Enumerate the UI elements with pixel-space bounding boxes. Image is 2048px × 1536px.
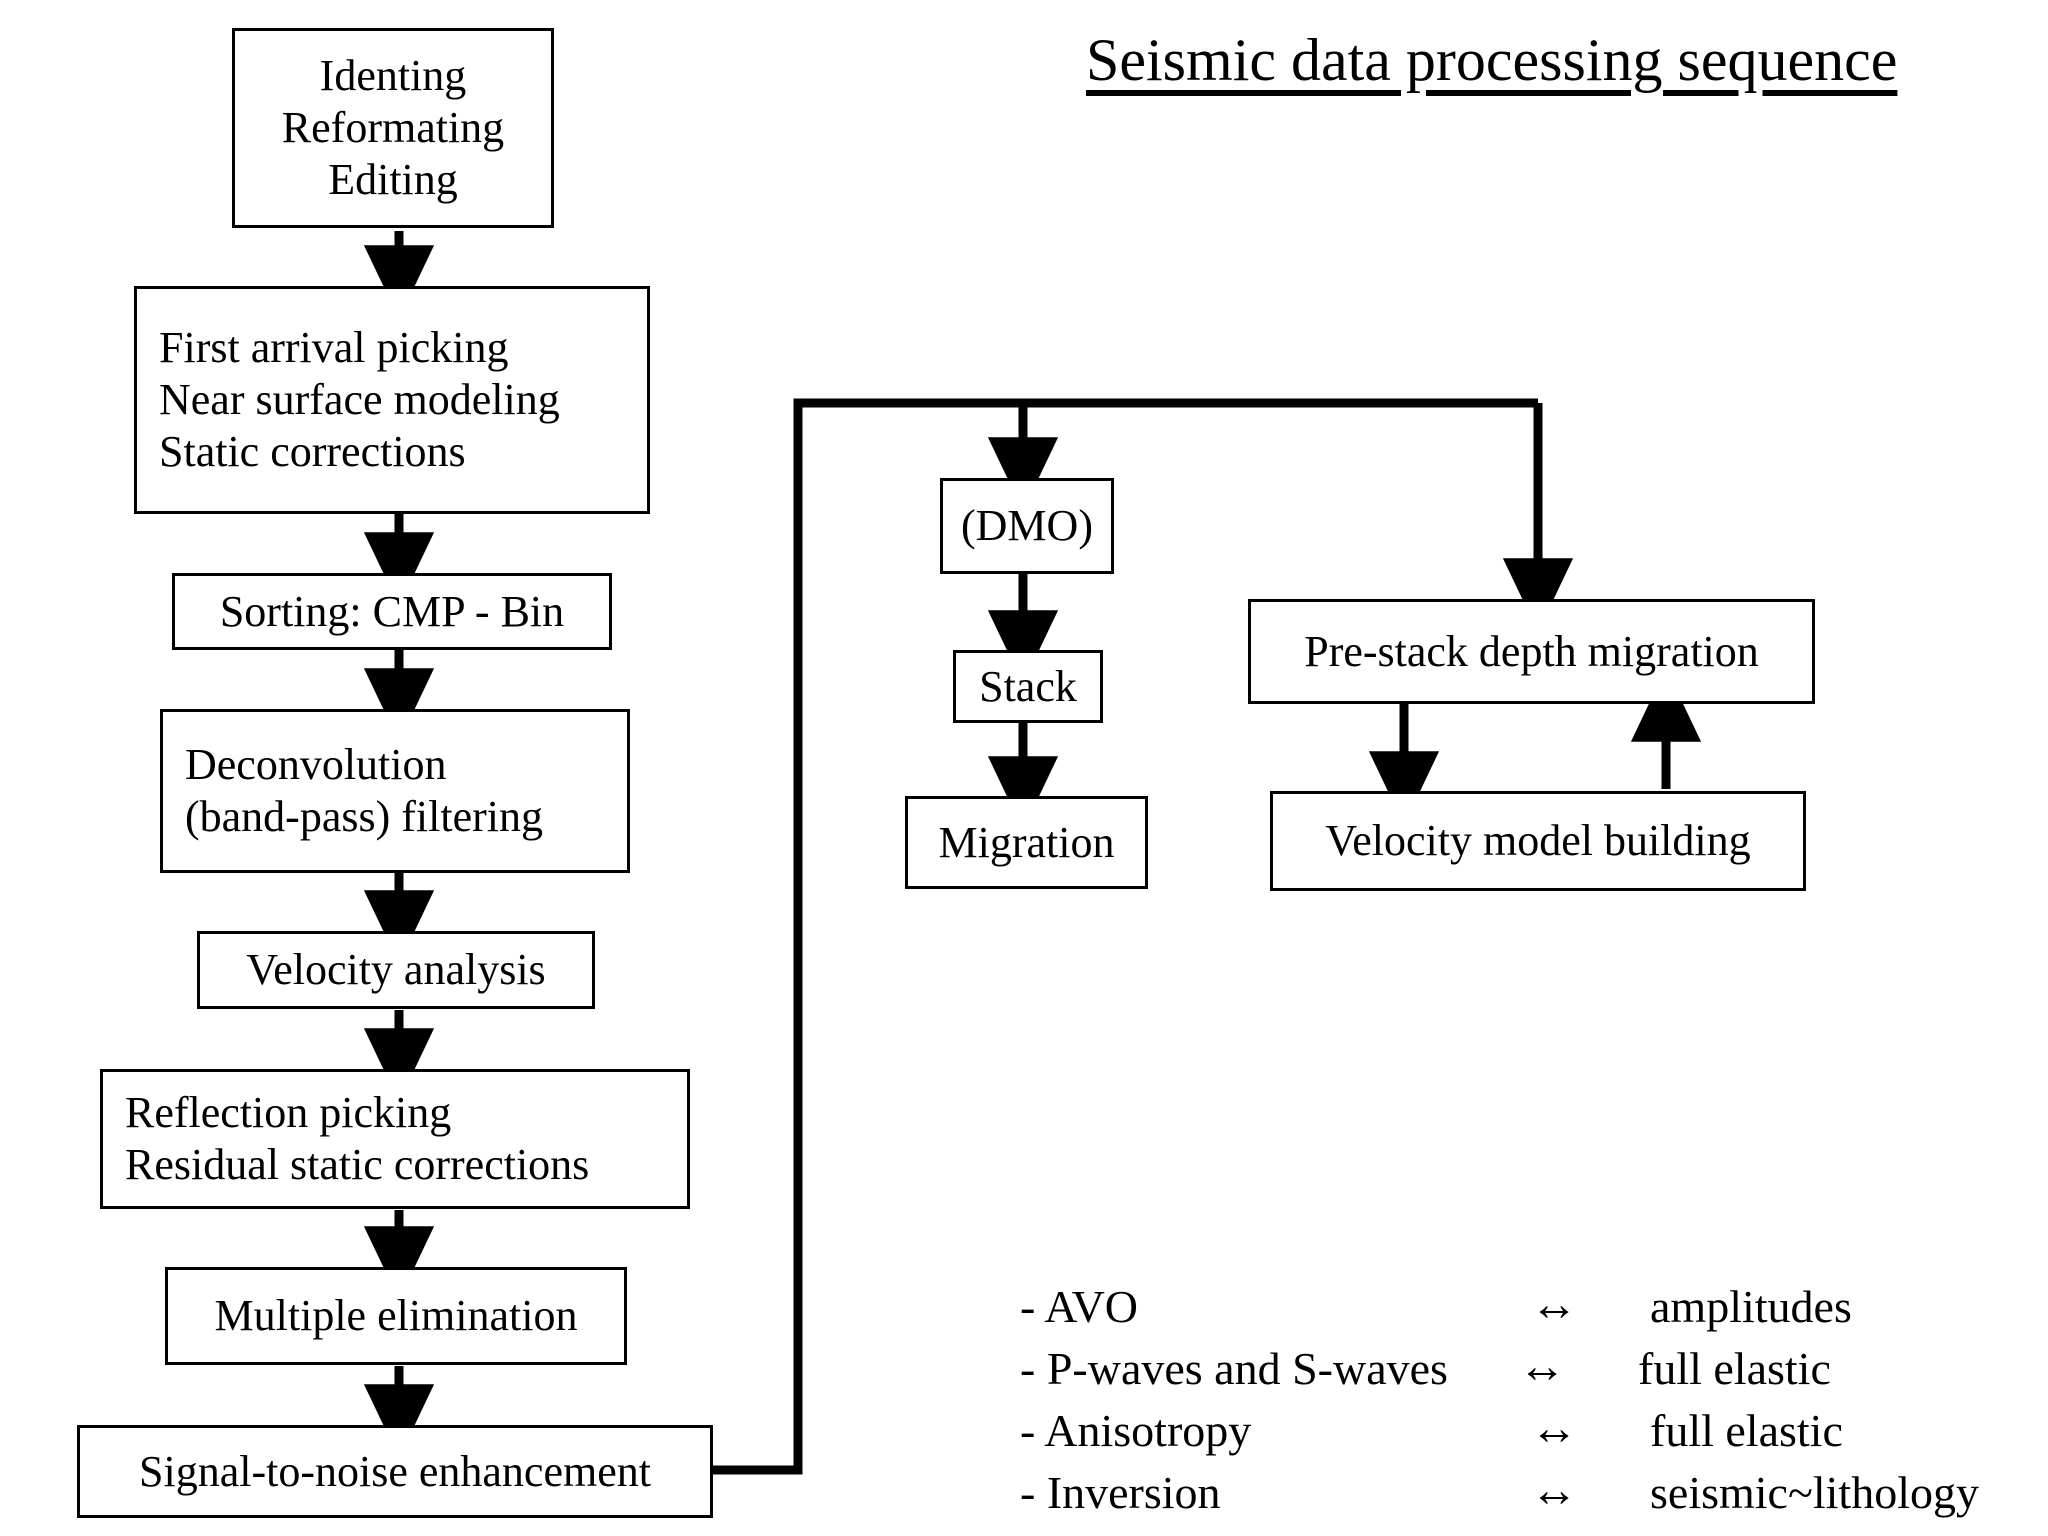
legend-row-label: - AVO: [1020, 1281, 1139, 1332]
legend-row-value: full elastic: [1650, 1405, 1843, 1456]
box-line: Pre-stack depth migration: [1304, 626, 1759, 676]
legend-row-value: full elastic: [1638, 1343, 1831, 1394]
box-migration[interactable]: Migration: [905, 796, 1148, 889]
box-sorting-cmp-bin[interactable]: Sorting: CMP - Bin: [172, 573, 612, 650]
box-line: Reformating: [281, 103, 505, 153]
legend-row-label: - Anisotropy: [1020, 1405, 1252, 1456]
legend-row-label: - P-waves and S-waves: [1020, 1343, 1448, 1394]
box-line: Identing: [319, 51, 467, 101]
legend-row-label: - Inversion: [1020, 1467, 1221, 1518]
box-velocity-model-building[interactable]: Velocity model building: [1270, 791, 1806, 891]
box-reflection-picking[interactable]: Reflection picking Residual static corre…: [100, 1069, 690, 1209]
page-title: Seismic data processing sequence: [1086, 27, 1898, 93]
box-line: Velocity analysis: [246, 945, 546, 995]
box-identing-reformating-editing[interactable]: Identing Reformating Editing: [232, 28, 554, 228]
box-line: Reflection picking: [125, 1088, 452, 1138]
box-prestack-depth-migration[interactable]: Pre-stack depth migration: [1248, 599, 1815, 704]
box-stack[interactable]: Stack: [953, 650, 1103, 723]
box-line: First arrival picking: [159, 323, 509, 373]
box-line: Sorting: CMP - Bin: [219, 586, 565, 636]
legend-double-arrow-icon: ↔: [1530, 1402, 1578, 1455]
box-velocity-analysis[interactable]: Velocity analysis: [197, 931, 595, 1009]
legend-row-value: amplitudes: [1650, 1281, 1852, 1332]
box-line: Near surface modeling: [159, 375, 560, 425]
box-line: Multiple elimination: [214, 1291, 578, 1341]
legend-double-arrow-icon: ↔: [1530, 1464, 1578, 1517]
box-deconvolution-filtering[interactable]: Deconvolution (band-pass) filtering: [160, 709, 630, 873]
box-line: Residual static corrections: [125, 1140, 590, 1189]
box-line: Stack: [979, 661, 1077, 711]
box-line: Editing: [328, 154, 458, 204]
legend-row-value: seismic~lithology: [1650, 1467, 1979, 1518]
box-first-arrival-picking[interactable]: First arrival picking Near surface model…: [134, 286, 650, 514]
box-multiple-elimination[interactable]: Multiple elimination: [165, 1267, 627, 1365]
legend-double-arrow-icon: ↔: [1530, 1278, 1578, 1331]
box-line: Migration: [938, 817, 1115, 867]
box-line: Velocity model building: [1325, 816, 1751, 866]
box-signal-to-noise-enhancement[interactable]: Signal-to-noise enhancement: [77, 1425, 713, 1518]
legend-double-arrow-icon: ↔: [1518, 1340, 1566, 1393]
box-line: Deconvolution: [185, 740, 447, 790]
box-dmo[interactable]: (DMO): [940, 478, 1114, 574]
box-line: Static corrections: [159, 426, 466, 476]
box-line: Signal-to-noise enhancement: [139, 1446, 651, 1496]
box-line: (DMO): [961, 501, 1093, 551]
box-line: (band-pass) filtering: [185, 792, 543, 841]
